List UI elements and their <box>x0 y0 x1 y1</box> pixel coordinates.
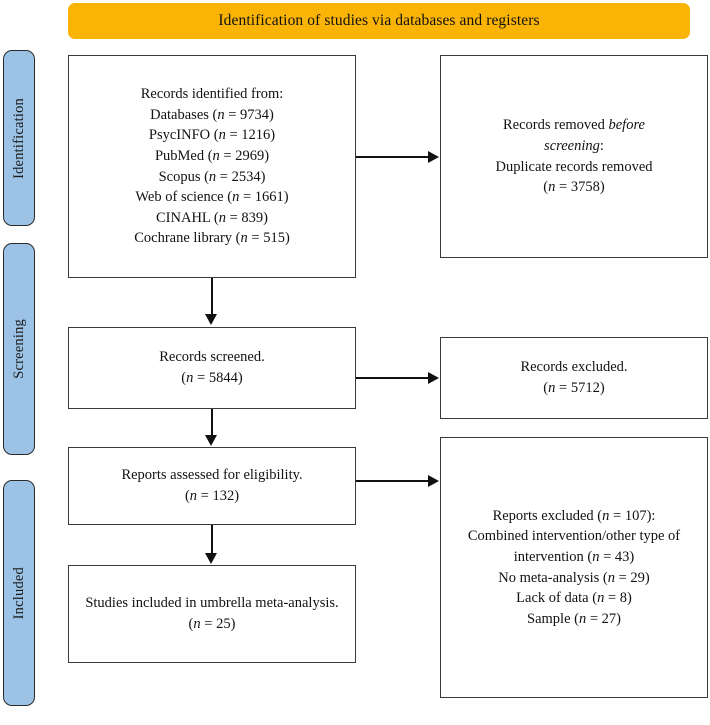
box-records-screened-text: Records screened. (n = 5844) <box>159 349 265 386</box>
box-records-excluded: Records excluded. (n = 5712) <box>440 337 708 419</box>
records-identified-heading: Records identified from: <box>140 86 284 103</box>
arrowhead-screened-to-eligibility-icon <box>205 435 217 446</box>
box-records-identified: Records identified from: Databases (n = … <box>68 55 356 278</box>
records-removed-duplicate-label: Duplicate records removed <box>495 158 653 175</box>
reports-excluded-heading: Reports excluded <box>492 507 594 524</box>
arrowhead-eligibility-to-included-icon <box>205 553 217 564</box>
stage-tab-screening: Screening <box>3 243 35 455</box>
records-removed-count: 3758 <box>570 179 600 196</box>
reports-assessed-count: 132 <box>212 488 235 504</box>
box-reports-excluded-text: Reports excluded (n = 107): Combined int… <box>467 507 681 627</box>
header-title: Identification of studies via databases … <box>218 12 540 29</box>
box-records-removed: Records removed before screening: Duplic… <box>440 55 708 258</box>
arrowhead-identified-to-removed-icon <box>428 151 439 163</box>
studies-included-count: 25 <box>216 616 231 632</box>
stage-tab-identification: Identification <box>3 50 35 226</box>
records-removed-prefix: Records removed <box>502 117 609 134</box>
arrowhead-eligibility-to-reports-excluded-icon <box>428 475 439 487</box>
records-excluded-count: 5712 <box>570 380 600 396</box>
reports-excluded-reasons: Combined intervention/other type of inte… <box>467 528 681 627</box>
connector-identified-to-screened <box>211 278 213 316</box>
studies-included-label: Studies included in umbrella meta-analys… <box>85 595 339 612</box>
arrowhead-identified-to-screened-icon <box>205 314 217 325</box>
stage-tab-included: Included <box>3 480 35 706</box>
connector-screened-to-excluded <box>356 377 434 379</box>
box-reports-assessed-text: Reports assessed for eligibility. (n = 1… <box>121 467 303 504</box>
box-reports-assessed-eligibility: Reports assessed for eligibility. (n = 1… <box>68 447 356 525</box>
connector-eligibility-to-included <box>211 525 213 554</box>
box-records-identified-text: Records identified from: Databases (n = … <box>126 84 298 249</box>
box-reports-excluded: Reports excluded (n = 107): Combined int… <box>440 437 708 698</box>
header-banner: Identification of studies via databases … <box>68 3 690 39</box>
arrowhead-screened-to-excluded-icon <box>428 372 439 384</box>
records-removed-colon: : <box>599 137 604 154</box>
stage-label-screening: Screening <box>10 319 27 379</box>
connector-identified-to-removed <box>356 156 434 158</box>
box-records-removed-text: Records removed before screening: Duplic… <box>495 117 653 196</box>
stage-label-included: Included <box>10 566 27 620</box>
box-records-excluded-text: Records excluded. (n = 5712) <box>520 359 628 396</box>
connector-eligibility-to-reports-excluded <box>356 480 434 482</box>
records-identified-sources: Databases (n = 9734)PsycINFO (n = 1216)P… <box>134 106 290 247</box>
stage-label-identification: Identification <box>10 97 27 179</box>
records-excluded-label: Records excluded. <box>520 359 628 376</box>
records-removed-italic-screening: screening <box>544 137 600 154</box>
box-records-screened: Records screened. (n = 5844) <box>68 327 356 409</box>
reports-excluded-heading-count: 107 <box>624 507 647 524</box>
reports-assessed-label: Reports assessed for eligibility. <box>121 467 303 484</box>
records-removed-italic-before: before <box>608 117 645 134</box>
records-screened-count: 5844 <box>208 370 238 386</box>
box-studies-included: Studies included in umbrella meta-analys… <box>68 565 356 663</box>
records-screened-label: Records screened. <box>159 349 265 366</box>
box-studies-included-text: Studies included in umbrella meta-analys… <box>85 595 339 632</box>
connector-screened-to-eligibility <box>211 409 213 436</box>
